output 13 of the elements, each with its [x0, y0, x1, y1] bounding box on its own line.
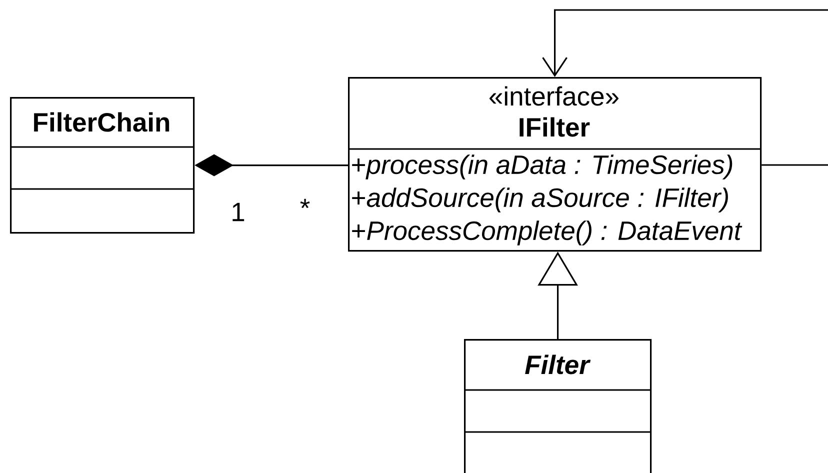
- operation: +addSource(in aSource : IFilter): [352, 188, 728, 212]
- operation: +ProcessComplete() : DataEvent: [352, 220, 742, 246]
- stereotype: «interface»: [490, 86, 618, 106]
- multiplicity: 1: [232, 202, 244, 222]
- operation: +process(in aData : TimeSeries): [352, 154, 732, 180]
- class-name: FilterChain: [34, 112, 170, 132]
- multiplicity: *: [300, 198, 310, 208]
- class-box: [10, 97, 195, 234]
- class-name: Filter: [525, 354, 591, 374]
- class-box: [464, 339, 652, 473]
- class-name: IFilter: [520, 117, 590, 137]
- association-arrow: [542, 9, 828, 166]
- class-box: [348, 77, 762, 252]
